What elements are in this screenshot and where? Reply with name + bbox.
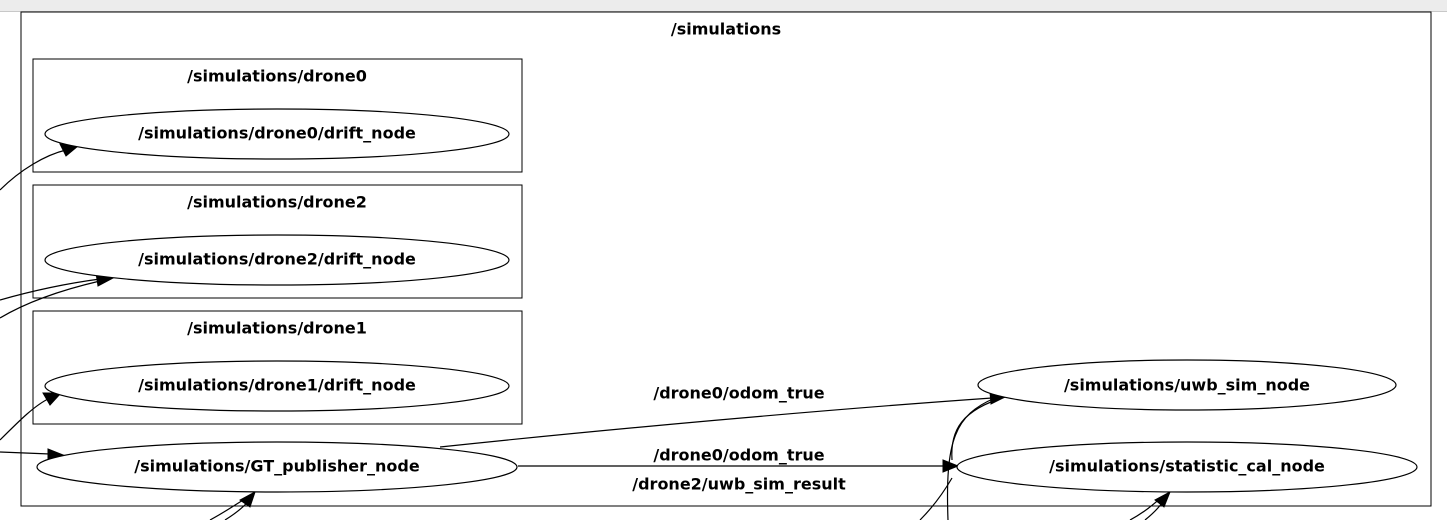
- node-statistic-cal[interactable]: /simulations/statistic_cal_node: [956, 441, 1418, 493]
- edge-uwb-feedback: [946, 397, 996, 520]
- node-statistic-cal-label: /simulations/statistic_cal_node: [1049, 457, 1325, 476]
- edge-label-uwb-to-statistic: /drone2/uwb_sim_result: [632, 475, 846, 494]
- arrowhead-statistic-cal: [942, 459, 960, 473]
- edge-label-gt-to-statistic: /drone0/odom_true: [653, 446, 824, 465]
- node-gt-publisher[interactable]: /simulations/GT_publisher_node: [36, 441, 518, 493]
- edge-incoming-drone0: [0, 149, 67, 191]
- cluster-simulations: [20, 11, 1432, 507]
- edge-gt-to-uwb: [439, 397, 993, 448]
- node-drone2-drift[interactable]: /simulations/drone2/drift_node: [44, 234, 510, 286]
- cluster-drone1: [32, 310, 523, 425]
- node-gt-publisher-label: /simulations/GT_publisher_node: [134, 457, 420, 476]
- arrowhead-bottom-stat: [1154, 490, 1171, 508]
- edge-incoming-drone1: [0, 397, 51, 441]
- node-drone0-drift-label: /simulations/drone0/drift_node: [138, 124, 416, 143]
- node-drone1-drift-label: /simulations/drone1/drift_node: [138, 376, 416, 395]
- edge-incoming-drone2-a: [0, 278, 101, 301]
- arrowhead-bottom-gt: [239, 490, 256, 508]
- edge-incoming-gt-publisher: [0, 451, 51, 455]
- cluster-simulations-label: /simulations: [671, 20, 781, 39]
- cluster-drone2-label: /simulations/drone2: [187, 193, 367, 212]
- edge-incoming-drone2-b: [0, 280, 101, 319]
- node-uwb-sim[interactable]: /simulations/uwb_sim_node: [977, 359, 1397, 411]
- cluster-drone0: [32, 58, 523, 173]
- cluster-drone0-label: /simulations/drone0: [187, 67, 367, 86]
- edge-label-gt-to-uwb: /drone0/odom_true: [653, 384, 824, 403]
- node-drone0-drift[interactable]: /simulations/drone0/drift_node: [44, 108, 510, 160]
- node-drone2-drift-label: /simulations/drone2/drift_node: [138, 250, 416, 269]
- arrowhead-drone1-drift: [42, 392, 63, 406]
- edge-bottom-stat-in: [919, 477, 953, 520]
- node-drone1-drift[interactable]: /simulations/drone1/drift_node: [44, 360, 510, 412]
- cluster-drone2: [32, 184, 523, 299]
- cluster-drone1-label: /simulations/drone1: [187, 319, 367, 338]
- edge-uwb-to-statistic: [951, 396, 1006, 461]
- node-uwb-sim-label: /simulations/uwb_sim_node: [1064, 376, 1310, 395]
